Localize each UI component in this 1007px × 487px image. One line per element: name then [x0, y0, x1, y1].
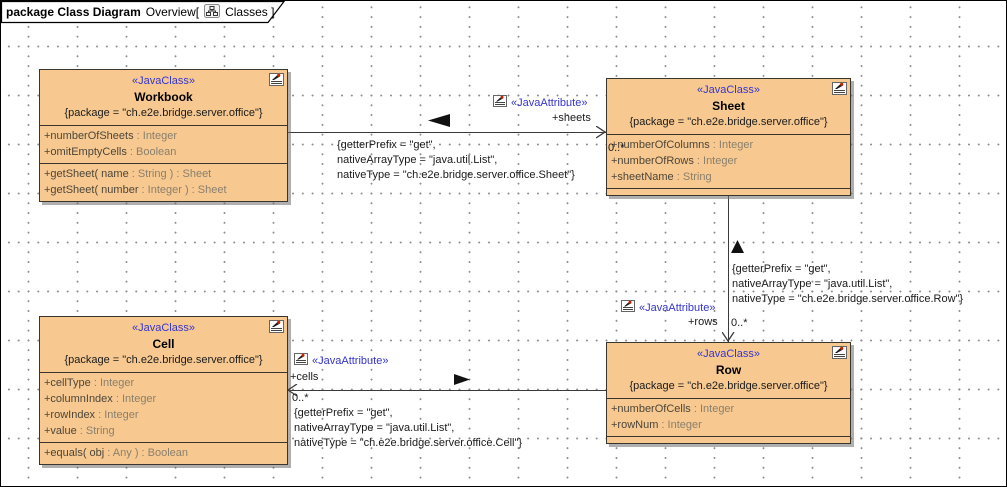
- class-header: «JavaClass» Row {package = "ch.e2e.bridg…: [607, 343, 850, 398]
- class-hierarchy-icon: [204, 3, 221, 21]
- class-name: Sheet: [712, 99, 745, 113]
- class-name: Workbook: [134, 90, 193, 104]
- operations-compartment-empty: [607, 188, 850, 195]
- association-constraint[interactable]: {getterPrefix = "get", nativeArrayType =…: [337, 139, 575, 181]
- class-sheet[interactable]: «JavaClass» Sheet {package = "ch.e2e.bri…: [606, 78, 851, 196]
- attribute[interactable]: +cellType : Integer: [44, 377, 135, 389]
- operation[interactable]: +getSheet( name : String ) : Sheet: [44, 168, 212, 180]
- attribute[interactable]: +value : String: [44, 425, 115, 437]
- attribute[interactable]: +rowNum : Integer: [611, 419, 702, 431]
- attribute[interactable]: +sheetName : String: [611, 171, 712, 183]
- operation[interactable]: +getSheet( number : Integer ) : Sheet: [44, 184, 227, 196]
- package-constraint: {package = "ch.e2e.bridge.server.office"…: [64, 354, 263, 366]
- association-row-cell[interactable]: [287, 390, 606, 391]
- diagram-frame-heading: package Class Diagram Overview[ Classes …: [1, 1, 287, 24]
- note-pen-icon: [832, 82, 847, 98]
- class-header: «JavaClass» Workbook {package = "ch.e2e.…: [40, 70, 287, 125]
- association-stereotype-label[interactable]: «JavaAttribute»: [621, 300, 715, 315]
- attributes-compartment: +numberOfCells : Integer +rowNum : Integ…: [607, 398, 850, 436]
- association-constraint[interactable]: {getterPrefix = "get", nativeArrayType =…: [732, 263, 964, 305]
- attribute[interactable]: +numberOfCells : Integer: [611, 403, 735, 415]
- open-arrowhead-right-icon: [595, 125, 607, 139]
- direction-triangle-right-icon: [454, 374, 470, 385]
- class-name: Cell: [152, 337, 175, 351]
- association-role-label[interactable]: +cells: [290, 371, 319, 383]
- class-cell[interactable]: «JavaClass» Cell {package = "ch.e2e.brid…: [39, 316, 288, 465]
- attribute[interactable]: +numberOfRows : Integer: [611, 155, 738, 167]
- open-arrowhead-left-icon: [286, 383, 298, 397]
- note-pen-icon: [294, 353, 308, 368]
- attributes-compartment: +numberOfColumns : Integer +numberOfRows…: [607, 134, 850, 188]
- frame-kind-label: package Class Diagram: [6, 5, 141, 19]
- stereotype: «JavaClass»: [132, 75, 195, 87]
- attributes-compartment: +numberOfSheets : Integer +omitEmptyCell…: [40, 125, 287, 163]
- class-name: Row: [715, 363, 742, 377]
- class-header: «JavaClass» Cell {package = "ch.e2e.brid…: [40, 317, 287, 372]
- note-pen-icon: [493, 95, 507, 110]
- package-constraint: {package = "ch.e2e.bridge.server.office"…: [629, 380, 828, 392]
- direction-triangle-left-icon: [428, 114, 450, 127]
- stereotype: «JavaClass»: [697, 84, 760, 96]
- attribute[interactable]: +omitEmptyCells : Boolean: [44, 146, 177, 158]
- note-pen-icon: [832, 346, 847, 362]
- stereotype: «JavaClass»: [697, 348, 760, 360]
- association-multiplicity-label[interactable]: 0..*: [292, 392, 309, 404]
- stereotype: «JavaClass»: [132, 322, 195, 334]
- direction-triangle-up-icon: [731, 240, 744, 253]
- association-stereotype-label[interactable]: «JavaAttribute»: [493, 95, 587, 110]
- class-header: «JavaClass» Sheet {package = "ch.e2e.bri…: [607, 79, 850, 134]
- operations-compartment-empty: [607, 436, 850, 443]
- class-workbook[interactable]: «JavaClass» Workbook {package = "ch.e2e.…: [39, 69, 288, 202]
- frame-context-label: Overview[: [145, 5, 200, 19]
- note-pen-icon: [269, 320, 284, 336]
- attribute[interactable]: +numberOfSheets : Integer: [44, 130, 178, 142]
- note-pen-icon: [269, 73, 284, 89]
- association-stereotype-label[interactable]: «JavaAttribute»: [294, 353, 388, 368]
- association-constraint[interactable]: {getterPrefix = "get", nativeArrayType =…: [294, 407, 523, 449]
- attributes-compartment: +cellType : Integer +columnIndex : Integ…: [40, 372, 287, 442]
- class-row[interactable]: «JavaClass» Row {package = "ch.e2e.bridg…: [606, 342, 851, 444]
- association-role-label[interactable]: +sheets: [552, 112, 591, 124]
- attribute[interactable]: +numberOfColumns : Integer: [611, 139, 754, 151]
- frame-diagram-label: Classes ]: [225, 5, 275, 19]
- package-constraint: {package = "ch.e2e.bridge.server.office"…: [629, 116, 828, 128]
- attribute[interactable]: +columnIndex : Integer: [44, 393, 157, 405]
- note-pen-icon: [621, 300, 635, 315]
- operation[interactable]: +equals( obj : Any ) : Boolean: [44, 447, 189, 459]
- association-multiplicity-label[interactable]: 0..*: [731, 317, 748, 329]
- attribute[interactable]: +rowIndex : Integer: [44, 409, 139, 421]
- open-arrowhead-down-icon: [721, 331, 735, 343]
- operations-compartment: +getSheet( name : String ) : Sheet +getS…: [40, 163, 287, 201]
- association-workbook-sheet[interactable]: [287, 132, 606, 133]
- association-role-label[interactable]: +rows: [688, 316, 718, 328]
- association-sheet-row[interactable]: [728, 195, 729, 342]
- association-multiplicity-label[interactable]: 0..*: [608, 142, 625, 154]
- package-constraint: {package = "ch.e2e.bridge.server.office"…: [64, 107, 263, 119]
- operations-compartment: +equals( obj : Any ) : Boolean: [40, 442, 287, 464]
